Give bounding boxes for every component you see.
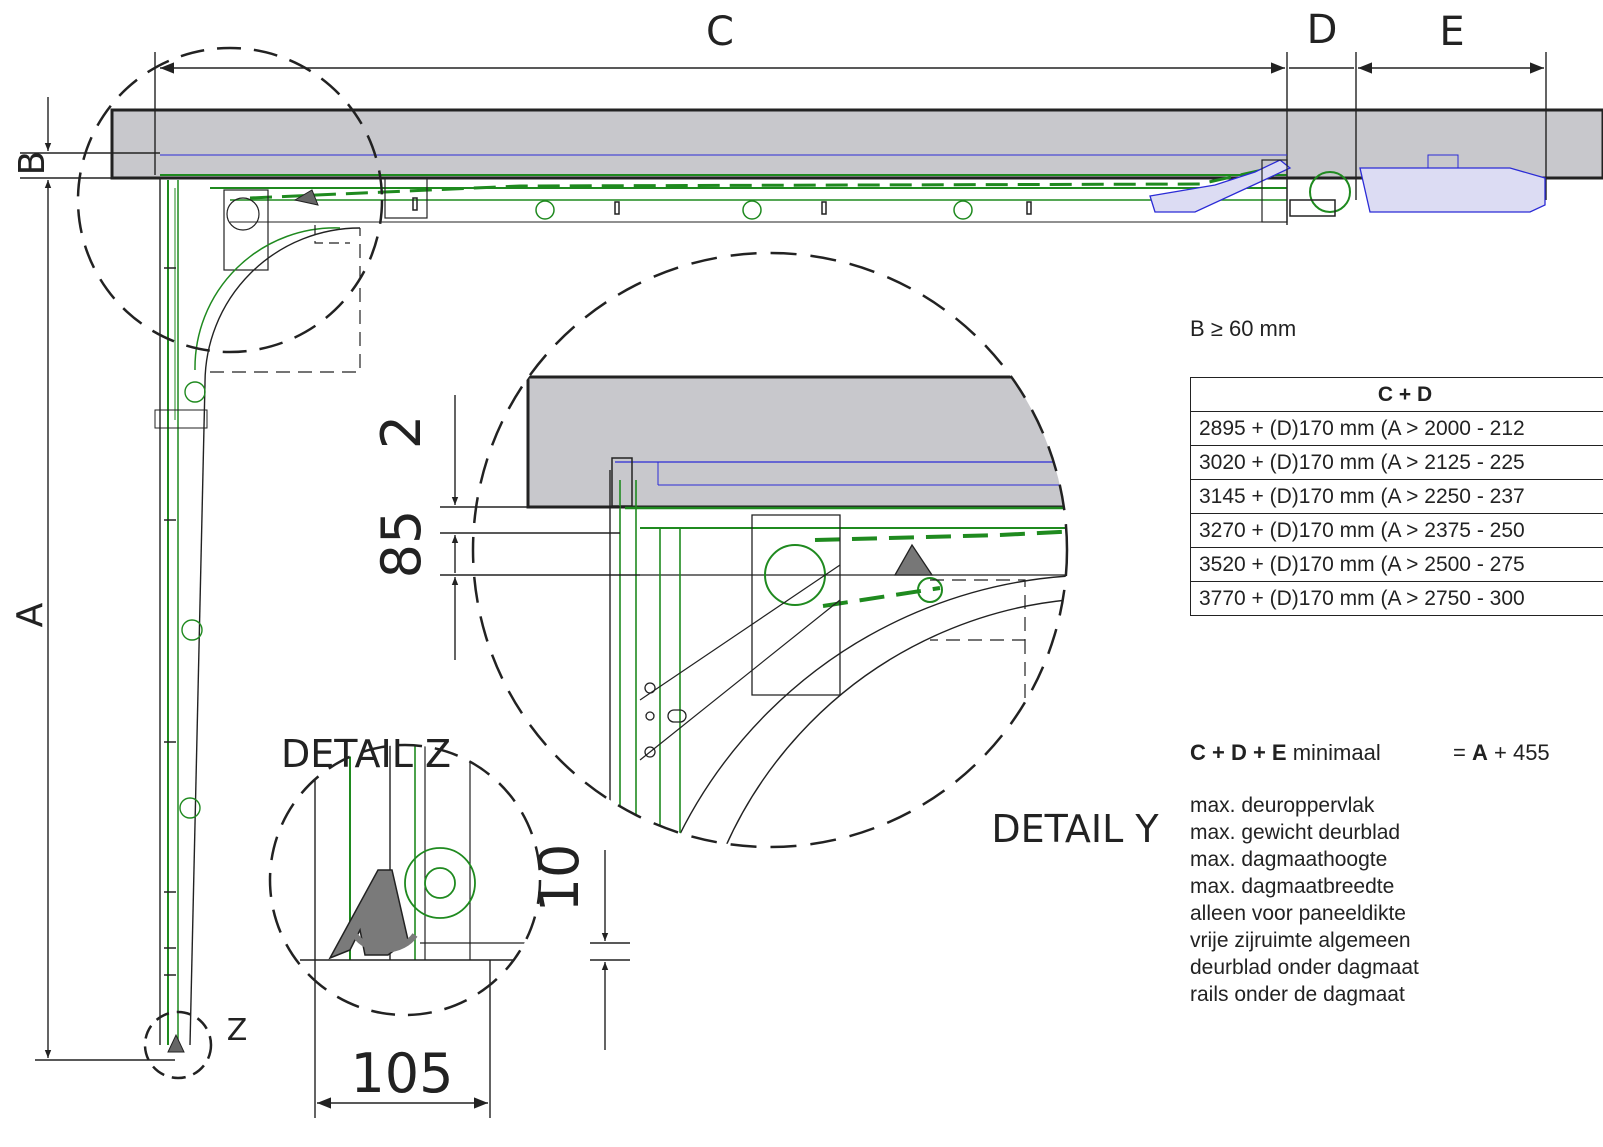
table-row: 3145 + (D)170 mm (A > 2250 - 237 bbox=[1190, 479, 1603, 514]
list-item: max. dagmaatbreedte bbox=[1190, 875, 1395, 898]
table-row: 3270 + (D)170 mm (A > 2375 - 250 bbox=[1190, 513, 1603, 548]
detail-y-dim-2: 2 bbox=[370, 415, 433, 449]
detail-z-marker bbox=[143, 1010, 213, 1080]
dim-label-c: C bbox=[706, 9, 734, 55]
formula-bold-value: A bbox=[1471, 740, 1488, 765]
dimension-c-d-e bbox=[154, 52, 1547, 225]
list-item: max. gewicht deurblad bbox=[1190, 821, 1401, 844]
detail-z-marker-label: Z bbox=[227, 1013, 248, 1048]
horizontal-track bbox=[160, 154, 1287, 271]
detail-y-dimensions bbox=[440, 395, 640, 660]
spec-list: max. deuroppervlak max. gewicht deurblad… bbox=[1190, 792, 1419, 1008]
opener-head bbox=[1149, 154, 1546, 223]
detail-z-title: DETAIL Z bbox=[281, 732, 451, 776]
detail-y-dim-85: 85 bbox=[370, 510, 433, 579]
dimension-a-b bbox=[20, 97, 175, 1061]
formula-eq: = bbox=[1453, 740, 1466, 765]
formula-bold-label: C + D + E bbox=[1190, 740, 1287, 765]
list-item: vrije zijruimte algemeen bbox=[1190, 929, 1411, 952]
table-row: 3520 + (D)170 mm (A > 2500 - 275 bbox=[1190, 547, 1603, 582]
minimum-length-formula: C + D + E minimaal = A + 455 bbox=[1190, 740, 1550, 766]
table-row: 3020 + (D)170 mm (A > 2125 - 225 bbox=[1190, 445, 1603, 480]
dim-label-b: B bbox=[12, 151, 53, 176]
table-header: C + D bbox=[1190, 377, 1603, 412]
detail-y-circle bbox=[471, 251, 1069, 849]
table-row: 3770 + (D)170 mm (A > 2750 - 300 bbox=[1190, 581, 1603, 616]
table-row: 2895 + (D)170 mm (A > 2000 - 212 bbox=[1190, 411, 1603, 446]
detail-z-dimensions bbox=[314, 850, 630, 1118]
dim-label-a: A bbox=[10, 602, 51, 627]
detail-y-title: DETAIL Y bbox=[991, 807, 1159, 851]
list-item: alleen voor paneeldikte bbox=[1190, 902, 1406, 925]
b-minimum-note: B ≥ 60 mm bbox=[1190, 316, 1297, 341]
dim-label-e: E bbox=[1439, 9, 1464, 55]
list-item: max. deuroppervlak bbox=[1190, 794, 1375, 817]
list-item: rails onder de dagmaat bbox=[1190, 983, 1405, 1006]
formula-value: + 455 bbox=[1494, 740, 1550, 765]
list-item: max. dagmaathoogte bbox=[1190, 848, 1388, 871]
detail-z-circle bbox=[268, 743, 542, 1017]
formula-label: minimaal bbox=[1292, 740, 1381, 765]
c-plus-d-table: C + D 2895 + (D)170 mm (A > 2000 - 212 3… bbox=[1190, 377, 1603, 616]
detail-z-dim-105: 105 bbox=[350, 1042, 453, 1105]
detail-y-overview-circle bbox=[76, 46, 384, 354]
list-item: deurblad onder dagmaat bbox=[1190, 956, 1419, 979]
detail-z-dim-10: 10 bbox=[528, 844, 591, 913]
dim-label-d: D bbox=[1307, 7, 1338, 53]
vertical-track bbox=[154, 178, 361, 1046]
